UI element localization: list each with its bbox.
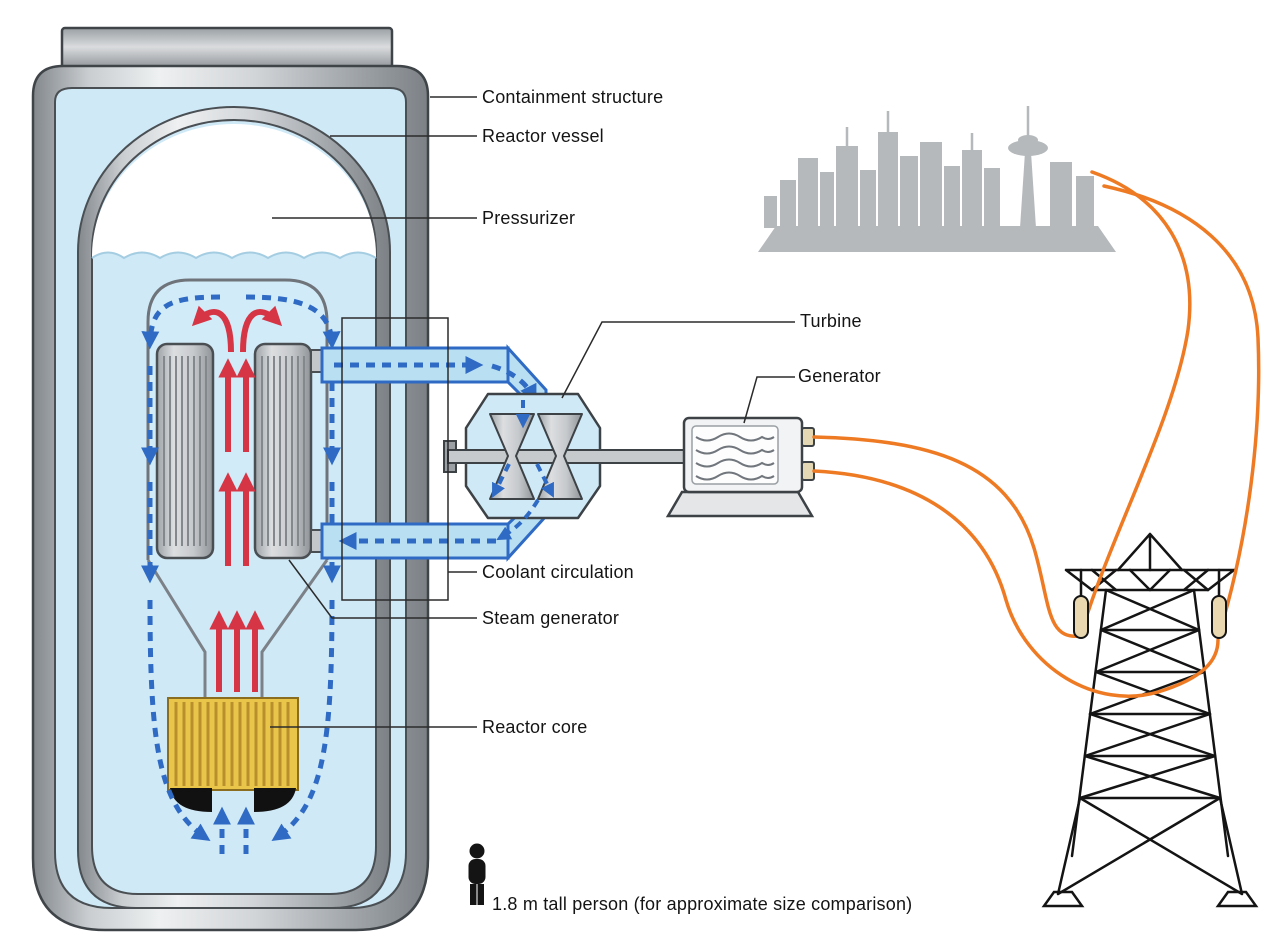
hot-coolant-arrows — [191, 305, 283, 692]
wire-left-insulator-city — [1079, 170, 1192, 636]
person-icon — [468, 843, 486, 905]
power-lines — [812, 170, 1261, 698]
generator-terminal-bottom — [801, 461, 815, 481]
label-coolant-circulation: Coolant circulation — [482, 562, 634, 582]
insulators — [1073, 595, 1227, 639]
generator-terminal-top — [801, 427, 815, 447]
label-turbine: Turbine — [800, 311, 862, 331]
insulator-right — [1211, 595, 1227, 639]
insulator-hangers — [1079, 568, 1221, 598]
core-funnel-left — [146, 559, 207, 698]
turbine-rotor-2 — [537, 413, 583, 500]
label-reactor-core: Reactor core — [482, 717, 588, 737]
city-antennas — [845, 106, 1030, 150]
city-skyline — [758, 106, 1116, 252]
wire-generator-left-insulator — [812, 435, 1082, 638]
leader-lines — [270, 96, 795, 728]
turbine-shaft — [447, 449, 689, 464]
label-scale-caption: 1.8 m tall person (for approximate size … — [492, 894, 913, 914]
label-generator: Generator — [798, 366, 881, 386]
label-reactor-vessel: Reactor vessel — [482, 126, 604, 146]
reactor-core — [167, 697, 299, 812]
sg-tubes-left — [163, 356, 207, 546]
insulator-left — [1073, 595, 1089, 639]
coolant-circulation-bracket — [341, 317, 449, 601]
coolant-pipes — [320, 344, 548, 562]
sg-tubes-right — [261, 356, 305, 546]
generator — [665, 416, 815, 518]
label-pressurizer: Pressurizer — [482, 208, 576, 228]
turbine-steam-arrows — [492, 400, 554, 541]
turbine — [443, 392, 689, 541]
leader-generator — [743, 376, 795, 424]
label-containment-structure: Containment structure — [482, 87, 664, 107]
steam-generators — [155, 342, 324, 560]
pressurizer-steam-space — [92, 124, 376, 258]
city-base — [758, 226, 1116, 252]
space-needle — [1008, 135, 1048, 228]
water-surface-wave — [91, 251, 377, 260]
fuel-rods — [174, 702, 290, 786]
label-steam-generator: Steam generator — [482, 608, 620, 628]
wire-right-insulator-city — [1102, 184, 1261, 636]
vessel-wall — [77, 106, 391, 909]
leader-turbine — [561, 321, 795, 399]
transmission-tower — [1041, 532, 1259, 908]
steam-generator-right — [253, 342, 324, 560]
core-support-right — [254, 788, 296, 812]
containment-cap — [60, 26, 394, 72]
generator-windings — [695, 432, 775, 481]
core-support-left — [170, 788, 212, 812]
generator-stand — [665, 490, 815, 518]
tower-feet — [1041, 890, 1259, 908]
leader-steam-generator — [288, 559, 477, 619]
steam-generator-left — [155, 342, 215, 560]
core-funnel-right — [260, 559, 329, 698]
wire-generator-right-insulator — [812, 469, 1220, 698]
